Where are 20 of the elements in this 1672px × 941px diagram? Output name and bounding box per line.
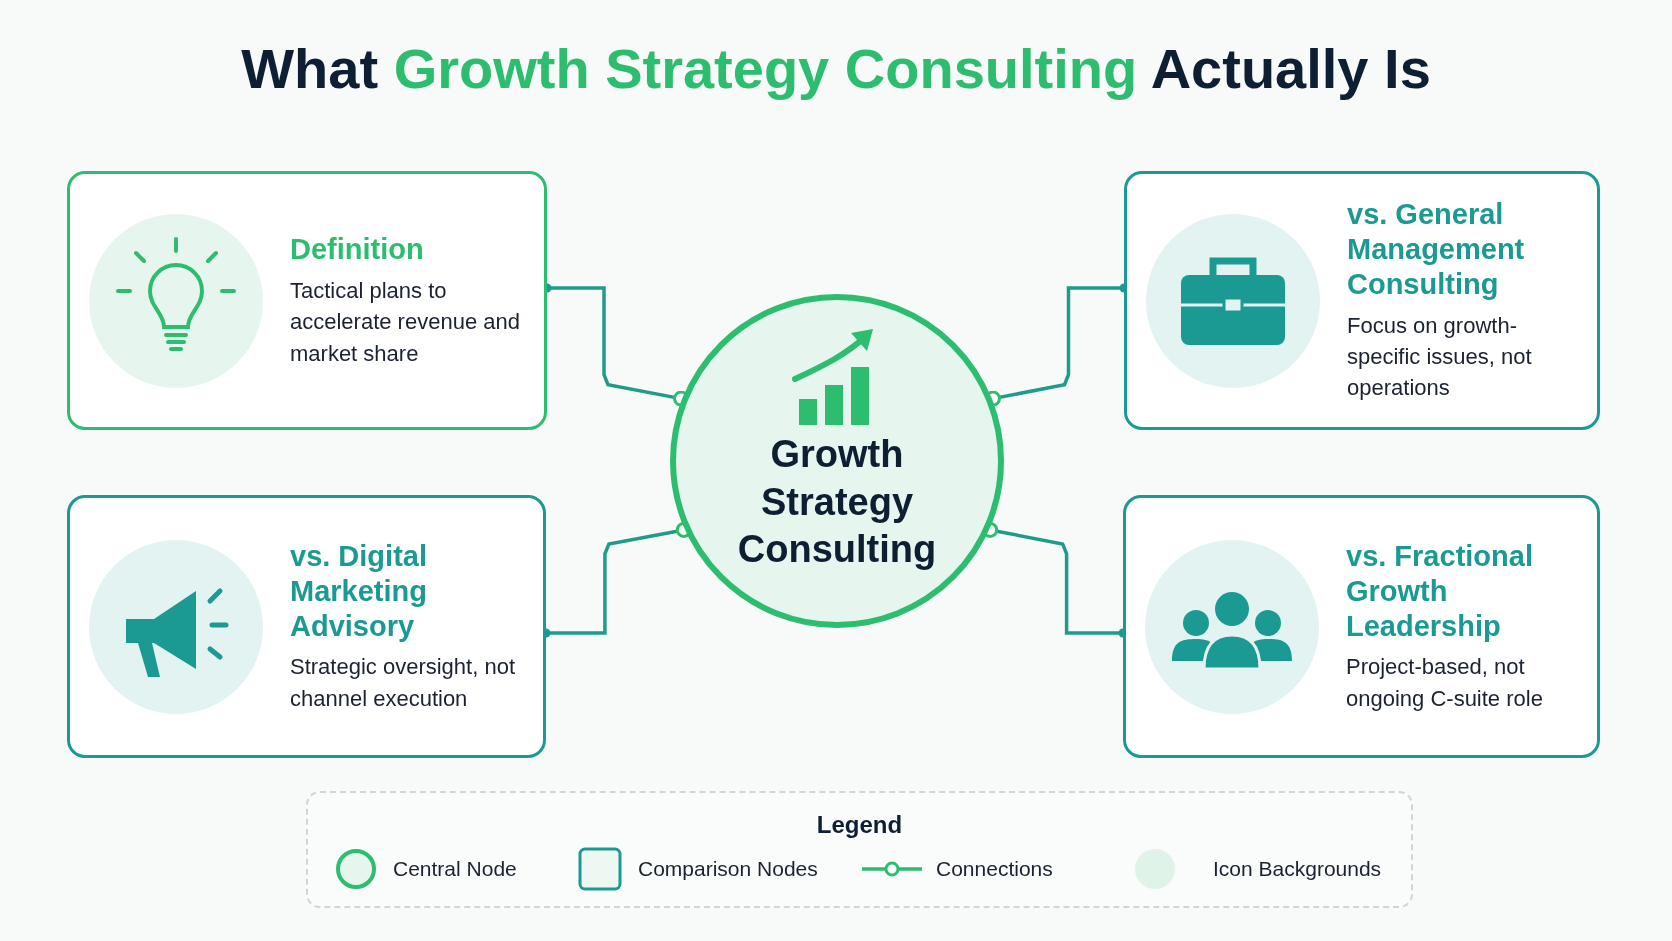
card-heading: vs. Fractional Growth Leadership — [1346, 539, 1534, 644]
card-heading: vs. Digital Marketing Advisory — [290, 539, 428, 644]
comparison-card — [67, 171, 547, 430]
card-description: Project-based, not ongoing C-suite role — [1346, 653, 1544, 713]
legend-label: Icon Backgrounds — [1213, 857, 1382, 881]
legend-title: Legend — [815, 811, 904, 839]
card-description: Tactical plans to accelerate revenue and market share — [290, 277, 521, 368]
card-heading: Definition — [290, 232, 425, 268]
card-description: Strategic oversight, not channel execution — [290, 653, 516, 713]
legend-label: Connections — [936, 857, 1053, 881]
comparison-card — [67, 495, 546, 758]
card-description: Focus on growth-specific issues, not operations — [1347, 311, 1533, 403]
title: What Growth Strategy Consulting Actually Is — [240, 36, 1432, 101]
card-heading: vs. General Management Consulting — [1347, 197, 1526, 302]
central-circle — [669, 293, 1005, 629]
comparison-card — [1124, 171, 1600, 430]
node-title: Growth Strategy Consulting — [736, 432, 938, 572]
legend-label: Central Node — [393, 857, 517, 881]
legend-label: Comparison Nodes — [638, 857, 818, 881]
comparison-card — [1123, 495, 1600, 758]
